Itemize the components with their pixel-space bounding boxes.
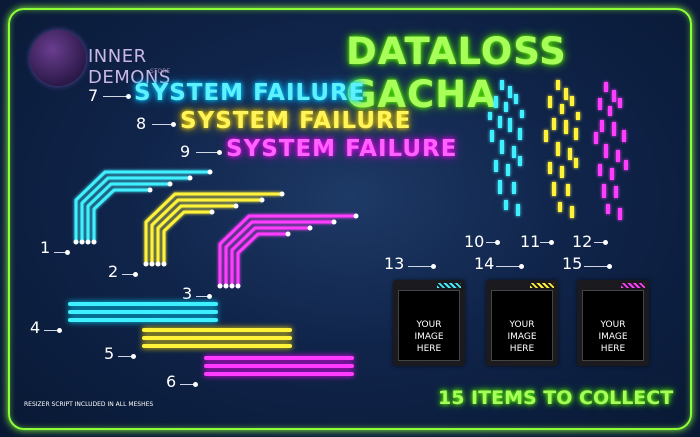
label-number-10: 10 — [464, 232, 485, 251]
card-placeholder-text: YOUR IMAGE HERE — [507, 320, 537, 354]
glitch-column-cyan — [488, 80, 524, 216]
page-title: DATALOSS GACHA — [346, 30, 567, 116]
leader-dot — [65, 250, 70, 255]
system-failure-yellow: SYSTEM FAILURE — [180, 108, 412, 134]
card-placeholder-text: YOUR IMAGE HERE — [598, 320, 628, 354]
card-placeholder-text: YOUR IMAGE HERE — [414, 320, 444, 354]
leader-dot — [57, 328, 62, 333]
label-number-5: 5 — [104, 344, 115, 363]
card-stripe — [437, 283, 461, 288]
items-count: 15 ITEMS TO COLLECT — [438, 387, 674, 409]
card-stripe — [530, 283, 554, 288]
leader-line — [540, 242, 550, 243]
leader-line — [44, 330, 58, 331]
leader-dot — [549, 240, 554, 245]
image-card-magenta: YOUR IMAGE HERE — [577, 280, 649, 366]
label-number-8: 8 — [136, 114, 147, 133]
leader-line — [584, 266, 608, 267]
resizer-note: RESIZER SCRIPT INCLUDED IN ALL MESHES — [24, 401, 154, 408]
leader-line — [152, 124, 172, 125]
neon-bar-cyan-2 — [68, 310, 218, 314]
system-failure-cyan: SYSTEM FAILURE — [134, 80, 366, 106]
glitch-column-yellow — [544, 80, 580, 218]
label-number-4: 4 — [30, 318, 41, 337]
circuit-magenta-nodes — [217, 213, 359, 289]
leader-line — [54, 252, 66, 253]
leader-line — [122, 274, 134, 275]
circuit-cyan-nodes — [73, 169, 213, 245]
leader-dot — [217, 150, 222, 155]
card-image-placeholder: YOUR IMAGE HERE — [491, 290, 553, 361]
leader-line — [594, 242, 604, 243]
leader-dot — [126, 94, 131, 99]
label-number-2: 2 — [108, 262, 119, 281]
neon-bar-cyan-1 — [68, 302, 218, 306]
leader-dot — [133, 272, 138, 277]
card-stripe — [621, 283, 645, 288]
label-number-13: 13 — [384, 254, 405, 273]
image-card-cyan: YOUR IMAGE HERE — [393, 280, 465, 366]
logo-tagline: STORE — [150, 68, 171, 75]
circuit-yellow — [144, 192, 282, 264]
leader-line — [118, 356, 132, 357]
logo: INNER DEMONS STORE — [30, 30, 190, 90]
label-number-1: 1 — [40, 238, 51, 257]
logo-emblem-icon — [30, 30, 86, 86]
label-number-15: 15 — [562, 254, 583, 273]
leader-dot — [193, 382, 198, 387]
leader-dot — [207, 294, 212, 299]
leader-line — [103, 96, 127, 97]
card-image-placeholder: YOUR IMAGE HERE — [398, 290, 460, 361]
leader-dot — [495, 240, 500, 245]
leader-line — [196, 152, 218, 153]
neon-bar-magenta-2 — [204, 364, 354, 368]
leader-dot — [431, 264, 436, 269]
neon-bar-magenta-3 — [204, 372, 354, 376]
neon-bar-magenta-1 — [204, 356, 354, 360]
label-number-6: 6 — [166, 372, 177, 391]
label-number-14: 14 — [474, 254, 495, 273]
neon-bar-yellow-3 — [142, 344, 292, 348]
image-card-yellow: YOUR IMAGE HERE — [486, 280, 558, 366]
leader-line — [180, 384, 194, 385]
circuit-magenta — [218, 214, 356, 286]
leader-dot — [519, 264, 524, 269]
card-image-placeholder: YOUR IMAGE HERE — [582, 290, 644, 361]
circuit-cyan — [74, 170, 210, 242]
leader-line — [496, 266, 520, 267]
neon-frame — [8, 8, 692, 430]
system-failure-magenta: SYSTEM FAILURE — [226, 136, 458, 162]
leader-line — [408, 266, 432, 267]
leader-line — [196, 296, 208, 297]
leader-dot — [603, 240, 608, 245]
leader-dot — [607, 264, 612, 269]
neon-bar-yellow-1 — [142, 328, 292, 332]
label-number-3: 3 — [182, 284, 193, 303]
logo-name: INNER DEMONS — [88, 46, 171, 88]
neon-bar-cyan-3 — [68, 318, 218, 322]
leader-dot — [171, 122, 176, 127]
glitch-column-magenta — [594, 82, 628, 220]
label-number-7: 7 — [88, 86, 99, 105]
label-number-12: 12 — [572, 232, 593, 251]
leader-dot — [131, 354, 136, 359]
leader-line — [486, 242, 496, 243]
circuit-yellow-nodes — [143, 191, 285, 267]
label-number-11: 11 — [520, 232, 541, 251]
label-number-9: 9 — [180, 142, 191, 161]
neon-bar-yellow-2 — [142, 336, 292, 340]
